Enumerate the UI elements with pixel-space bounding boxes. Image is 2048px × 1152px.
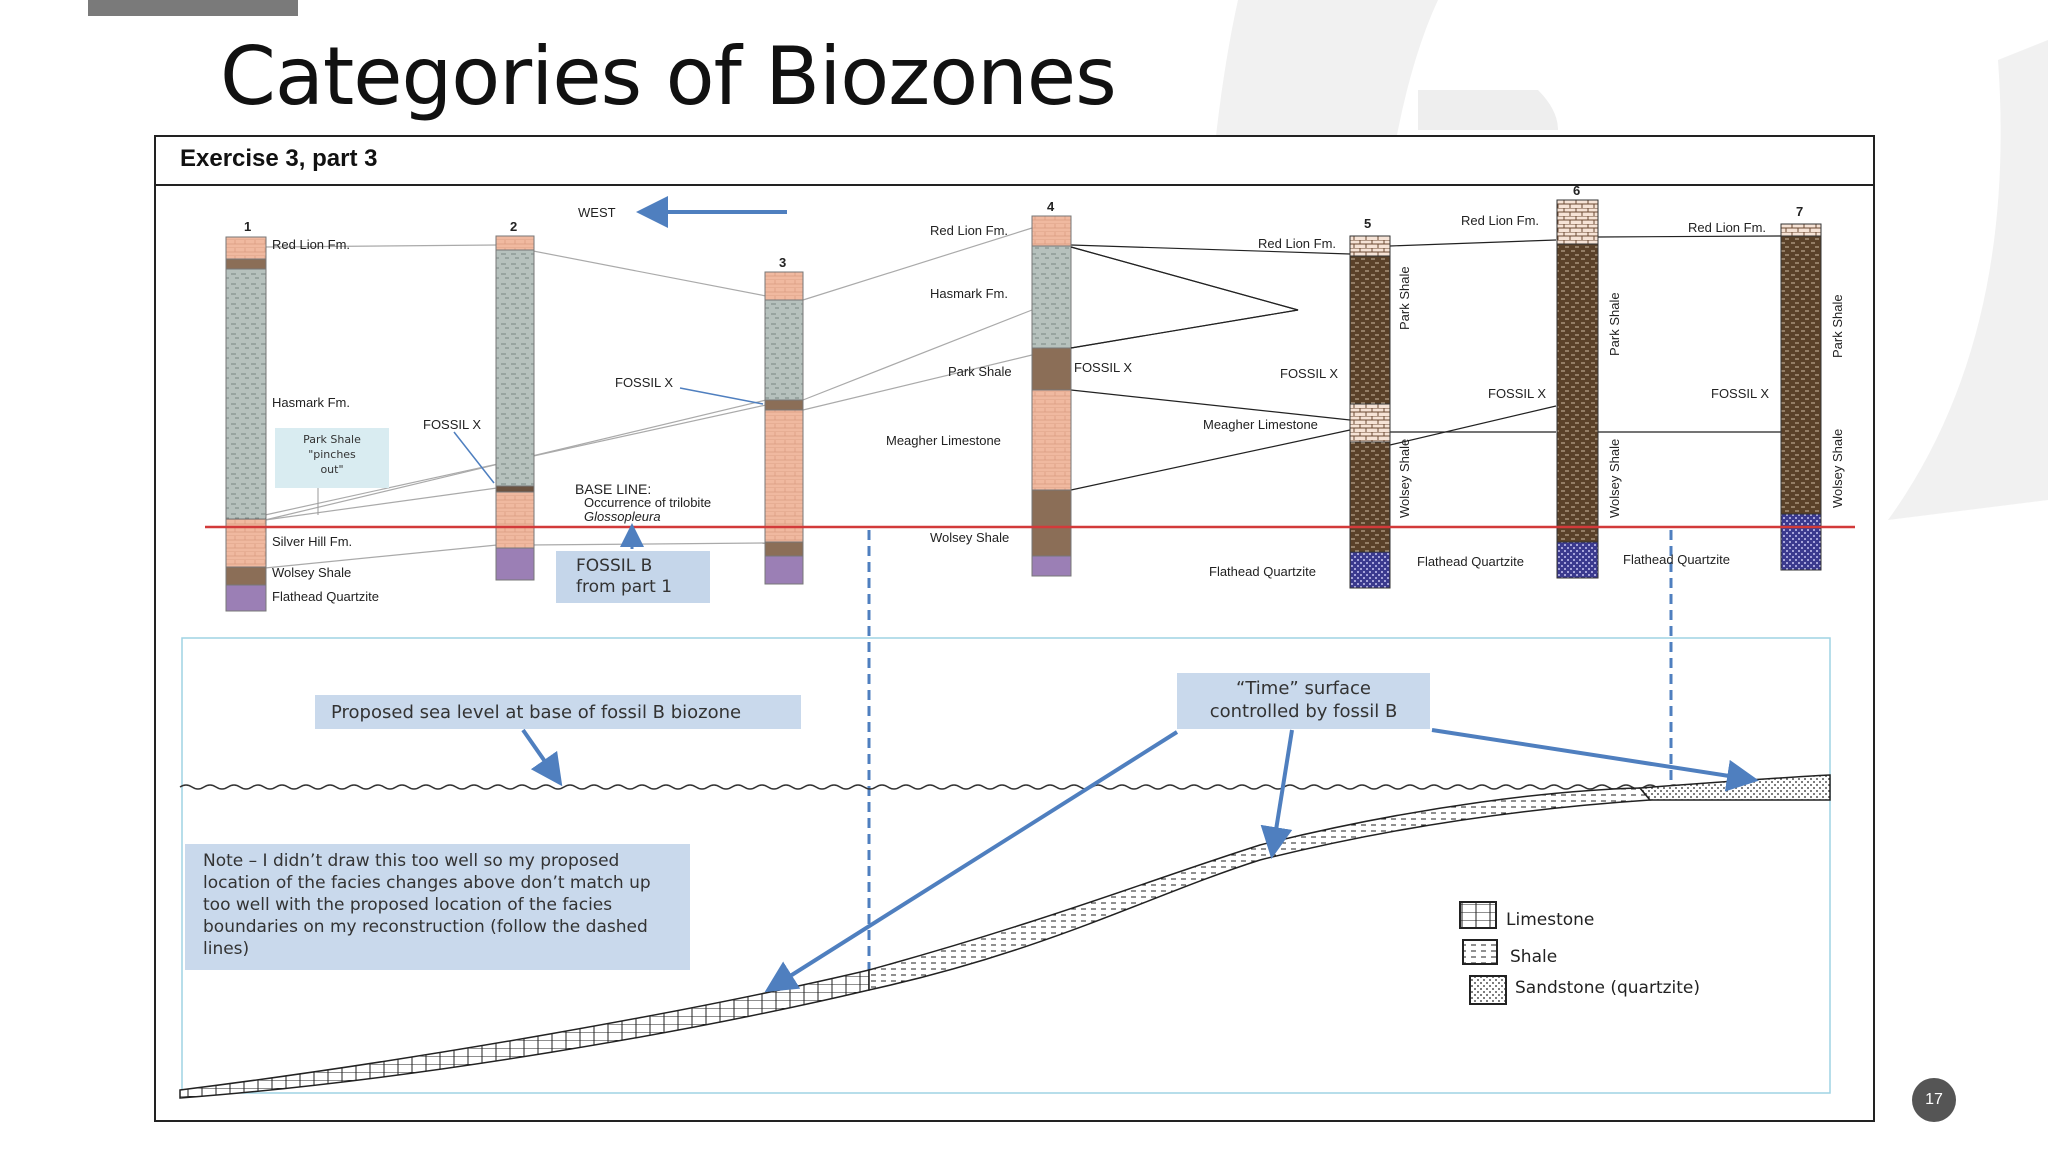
column-6 xyxy=(1556,199,1599,579)
page-number: 17 xyxy=(1912,1078,1956,1122)
formation-label: Hasmark Fm. xyxy=(930,286,1008,301)
formation-label: Red Lion Fm. xyxy=(1461,213,1540,228)
column-3 xyxy=(764,271,804,585)
formation-label: Flathead Quartzite xyxy=(272,589,379,604)
legend-shale-label: Shale xyxy=(1510,947,1558,967)
legend-limestone-label: Limestone xyxy=(1506,910,1595,930)
fossil-x-label: FOSSIL X xyxy=(615,375,674,390)
vertical-formation-label: Wolsey Shale xyxy=(1397,438,1412,518)
column-2 xyxy=(495,235,535,581)
column-number: 6 xyxy=(1573,183,1581,198)
slide-title: Categories of Biozones xyxy=(220,30,1117,123)
formation-label: Wolsey Shale xyxy=(272,565,352,580)
reconstruction-frame xyxy=(181,637,1831,1094)
legend-sandstone-label: Sandstone (quartzite) xyxy=(1515,978,1701,998)
pinch-out-callout: Park Shale "pinches out" xyxy=(275,428,389,488)
limestone-icon xyxy=(1459,901,1497,929)
limestone-facies xyxy=(179,969,870,1099)
sandstone-icon xyxy=(1469,975,1507,1005)
formation-label: Red Lion Fm. xyxy=(1258,236,1337,251)
correlation-lines-east xyxy=(1070,235,1782,491)
fossil-x-label: FOSSIL X xyxy=(423,417,482,432)
fossil-b-callout: FOSSIL B from part 1 xyxy=(556,551,710,603)
formation-label: Silver Hill Fm. xyxy=(272,534,353,549)
formation-label: Flathead Quartzite xyxy=(1417,554,1524,569)
vertical-formation-label: Park Shale xyxy=(1607,292,1622,356)
formation-label: Red Lion Fm. xyxy=(1688,220,1767,235)
base-line-description: Occurrence of trilobite xyxy=(584,495,712,510)
column-number: 3 xyxy=(779,255,787,270)
column-number: 4 xyxy=(1047,199,1055,214)
column-number: 5 xyxy=(1364,216,1372,231)
formation-label: Meagher Limestone xyxy=(1203,417,1318,432)
vertical-formation-label: Park Shale xyxy=(1830,294,1845,358)
formation-label: Red Lion Fm. xyxy=(930,223,1009,238)
formation-label: Flathead Quartzite xyxy=(1209,564,1316,579)
column-number: 2 xyxy=(510,219,518,234)
fossil-x-label: FOSSIL X xyxy=(1488,386,1547,401)
time-surface-callout: “Time” surface controlled by fossil B xyxy=(1177,673,1430,729)
vertical-formation-label: Wolsey Shale xyxy=(1607,438,1622,518)
formation-label: Park Shale xyxy=(948,364,1012,379)
vertical-formation-label: Wolsey Shale xyxy=(1830,428,1845,508)
exercise-title: Exercise 3, part 3 xyxy=(180,145,378,172)
formation-label: Meagher Limestone xyxy=(886,433,1001,448)
column-1 xyxy=(225,236,267,612)
base-line-label: BASE LINE: xyxy=(575,481,652,497)
fossil-x-label: FOSSIL X xyxy=(1711,386,1770,401)
sea-level-line xyxy=(179,784,1729,790)
formation-label: Flathead Quartzite xyxy=(1623,552,1730,567)
column-number: 1 xyxy=(244,219,252,234)
column-number: 7 xyxy=(1796,204,1804,219)
vertical-formation-label: Park Shale xyxy=(1397,266,1412,330)
header-accent-bar xyxy=(88,0,298,16)
west-label: WEST xyxy=(578,205,616,220)
fossil-x-label: FOSSIL X xyxy=(1280,366,1339,381)
trilobite-name: Glossopleura xyxy=(584,509,661,524)
column-5 xyxy=(1349,235,1391,589)
shale-icon xyxy=(1462,939,1498,965)
formation-label: Hasmark Fm. xyxy=(272,395,350,410)
column-7 xyxy=(1780,223,1822,571)
sea-level-callout: Proposed sea level at base of fossil B b… xyxy=(315,695,801,729)
fossil-x-label: FOSSIL X xyxy=(1074,360,1133,375)
exercise-title-divider xyxy=(154,184,1873,186)
formation-label: Wolsey Shale xyxy=(930,530,1010,545)
column-4 xyxy=(1031,215,1072,577)
note-callout: Note – I didn’t draw this too well so my… xyxy=(185,844,690,970)
formation-label: Red Lion Fm. xyxy=(272,237,351,252)
